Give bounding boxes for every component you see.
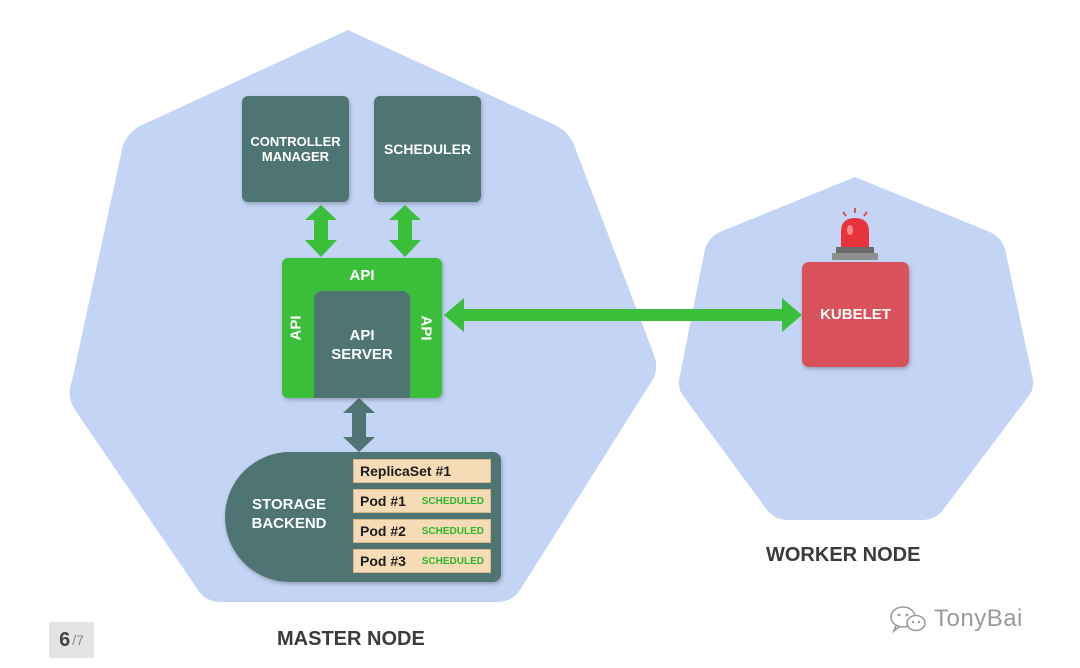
- api-right-label: API: [417, 315, 435, 341]
- controller-manager-box[interactable]: CONTROLLER MANAGER: [242, 96, 349, 202]
- watermark-text: TonyBai: [934, 605, 1023, 632]
- page-indicator[interactable]: 6 /7: [49, 622, 94, 658]
- siren-icon: [832, 208, 878, 260]
- scheduler-api-arrow: [389, 205, 421, 257]
- storage-backend[interactable]: STORAGE BACKEND ReplicaSet #1 Pod #1 SCH…: [225, 452, 501, 582]
- kubelet-label: KUBELET: [820, 306, 891, 323]
- storage-backend-label: STORAGE BACKEND: [251, 496, 327, 532]
- record-name: ReplicaSet #1: [360, 463, 452, 479]
- record-pod-3: Pod #3 SCHEDULED: [353, 549, 491, 573]
- record-name: Pod #2: [360, 523, 406, 539]
- wechat-icon: [890, 606, 926, 634]
- scheduled-status: SCHEDULED: [421, 525, 484, 537]
- record-name: Pod #3: [360, 553, 406, 569]
- api-server-label: API SERVER: [331, 326, 393, 363]
- api-storage-arrow: [343, 398, 375, 452]
- total-pages: /7: [72, 632, 84, 648]
- controller-manager-label: CONTROLLER MANAGER: [250, 134, 341, 164]
- record-replicaset: ReplicaSet #1: [353, 459, 491, 483]
- api-left-label: API: [287, 315, 305, 341]
- controller-api-arrow: [305, 205, 337, 257]
- worker-node-label: WORKER NODE: [766, 544, 921, 566]
- record-name: Pod #1: [360, 493, 406, 509]
- record-pod-1: Pod #1 SCHEDULED: [353, 489, 491, 513]
- api-top-label: API: [349, 267, 375, 284]
- api-frame[interactable]: API API API API SERVER: [282, 258, 442, 398]
- record-pod-2: Pod #2 SCHEDULED: [353, 519, 491, 543]
- watermark: TonyBai: [888, 602, 1023, 636]
- scheduled-status: SCHEDULED: [421, 495, 484, 507]
- master-node-label: MASTER NODE: [277, 628, 425, 650]
- api-server-box[interactable]: API SERVER: [314, 291, 410, 398]
- api-kubelet-arrow: [444, 298, 802, 332]
- current-page: 6: [59, 628, 71, 651]
- scheduler-label: SCHEDULER: [383, 141, 472, 157]
- scheduled-status: SCHEDULED: [421, 555, 484, 567]
- scheduler-box[interactable]: SCHEDULER: [374, 96, 481, 202]
- kubelet-box[interactable]: KUBELET: [802, 262, 909, 367]
